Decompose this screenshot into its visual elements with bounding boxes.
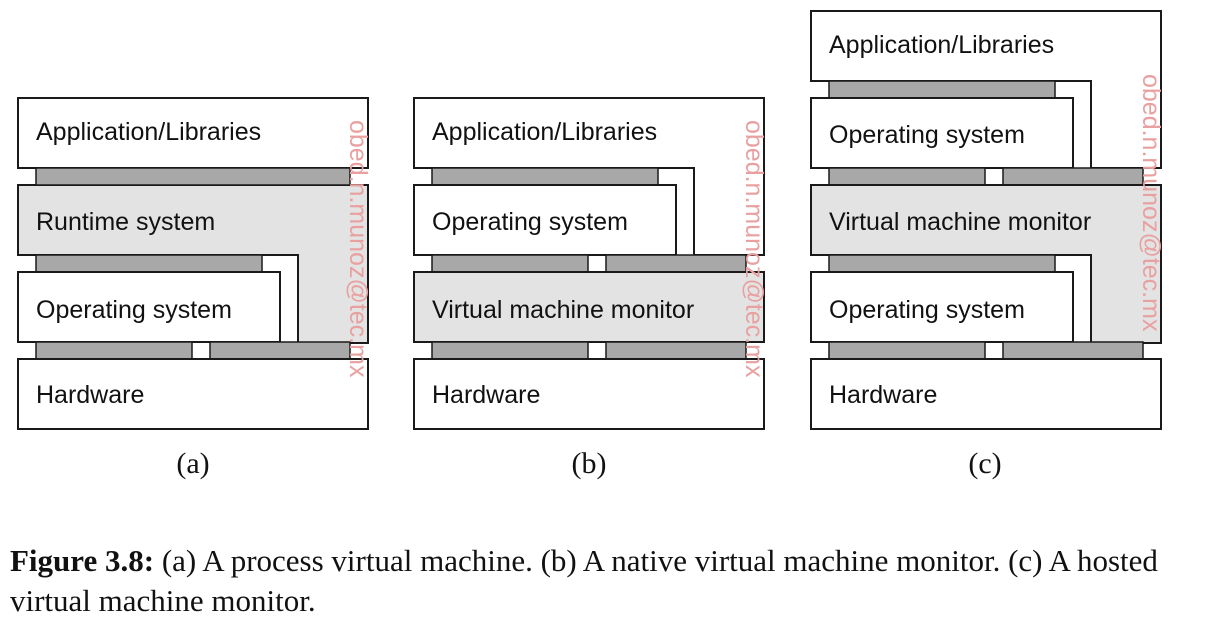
virtual-machine-monitor-box [413,271,765,343]
interface-bar [828,254,1056,273]
panel-a: Application/Libraries Runtime system Ope… [17,97,372,480]
hardware-label: Hardware [829,381,937,409]
interface-bar [1002,341,1144,360]
panel-c: Application/Libraries Operating system V… [810,10,1165,480]
guest-operating-system-label: Operating system [829,121,1025,149]
panel-label-a: (a) [176,447,209,480]
host-operating-system-label: Operating system [829,296,1025,324]
operating-system-box [413,184,677,256]
watermark: obed.n.munoz@tec.mx [740,120,768,378]
interface-bar [35,254,263,273]
hardware-label: Hardware [36,381,144,409]
host-operating-system-box [810,271,1074,343]
interface-bar [828,167,986,186]
application-libraries-label: Application/Libraries [829,31,1054,59]
interface-bar [605,254,747,273]
hardware-box [413,358,765,430]
interface-bar [431,254,589,273]
hardware-box [810,358,1162,430]
virtual-machine-monitor-label: Virtual machine monitor [829,208,1091,236]
interface-bar [605,341,747,360]
application-libraries-label: Application/Libraries [432,118,657,146]
interface-bar [431,341,589,360]
panel-b: Application/Libraries Operating system V… [413,97,768,480]
operating-system-label: Operating system [432,208,628,236]
application-libraries-box [17,97,369,169]
interface-bar [1002,167,1144,186]
interface-bar [209,341,351,360]
figure-caption: Figure 3.8: (a) A process virtual machin… [10,541,1200,621]
interface-bar [828,80,1056,99]
runtime-system-label: Runtime system [36,208,215,236]
panel-label-c: (c) [968,447,1001,480]
watermark: obed.n.munoz@tec.mx [344,120,372,378]
virtual-machine-monitor-label: Virtual machine monitor [432,296,694,324]
panel-label-b: (b) [572,447,607,480]
hardware-box [17,358,369,430]
watermark: obed.n.munoz@tec.mx [1137,74,1165,332]
hardware-label: Hardware [432,381,540,409]
interface-bar [35,167,351,186]
interface-bar [35,341,193,360]
caption-text: (a) A process virtual machine. (b) A nat… [10,543,1158,618]
interface-bar [431,167,659,186]
figure-label: Figure 3.8: [10,543,155,578]
application-libraries-label: Application/Libraries [36,118,261,146]
virtualization-diagram: Application/Libraries Runtime system Ope… [17,10,1165,480]
operating-system-label: Operating system [36,296,232,324]
guest-operating-system-box [810,97,1074,169]
interface-bar [828,341,986,360]
